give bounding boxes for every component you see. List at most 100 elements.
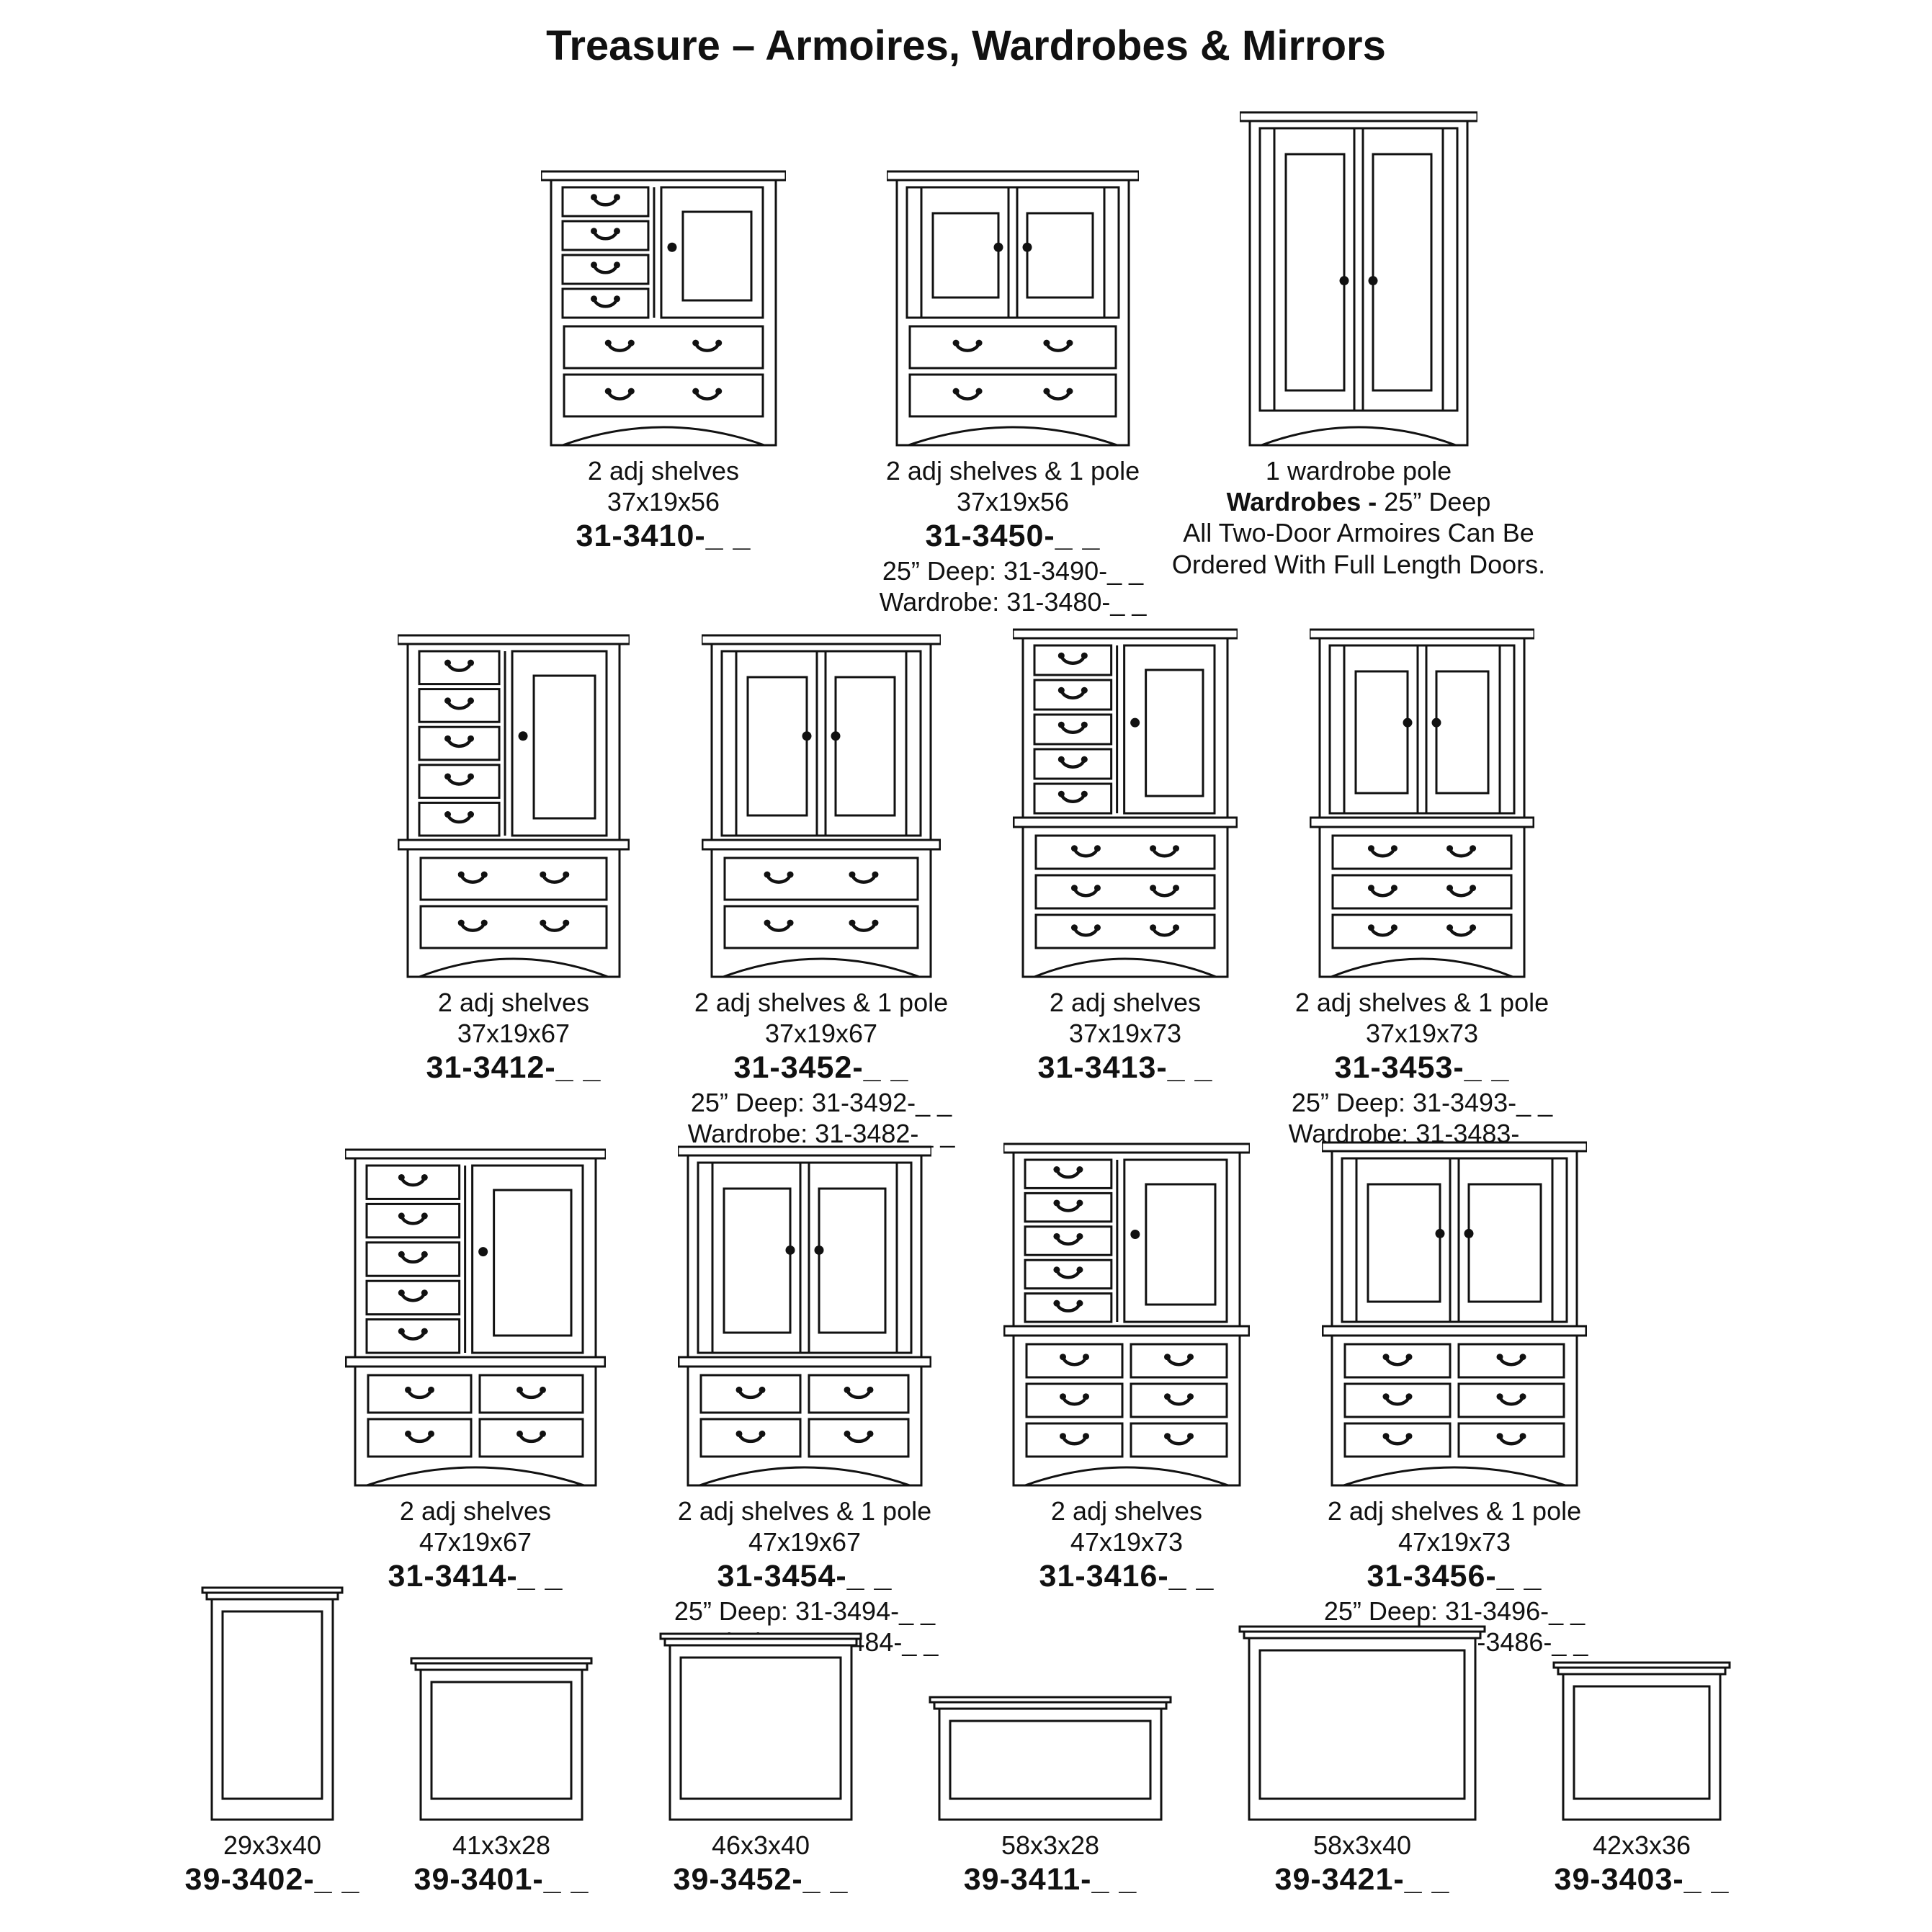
caption-line: Wardrobe: 31-3480-_ _ xyxy=(879,587,1147,617)
mirror-drawing xyxy=(410,1657,593,1821)
caption-line: 25” Deep: 31-3494-_ _ xyxy=(674,1596,936,1626)
chest-door-drawing xyxy=(1003,1142,1250,1487)
caption-line: 47x19x73 xyxy=(1070,1527,1184,1557)
caption-line: Wardrobes - 25” Deep xyxy=(1172,486,1545,517)
caption-line: 47x19x73 xyxy=(1397,1527,1511,1557)
figure-box xyxy=(200,1582,344,1824)
caption-segment: 25” Deep xyxy=(1384,487,1491,517)
caption-model: 31-3413-_ _ xyxy=(1037,1050,1213,1086)
mirror-drawing xyxy=(201,1586,344,1821)
double-door-drawing xyxy=(1322,1141,1587,1487)
caption-line: 42x3x36 xyxy=(1592,1830,1691,1860)
caption-line: Ordered With Full Length Doors. xyxy=(1171,549,1546,579)
caption-line: 2 adj shelves & 1 pole xyxy=(694,988,949,1017)
caption-line: 2 adj shelves & 1 pole xyxy=(677,1496,932,1526)
figure-box xyxy=(1240,108,1477,450)
double-door-drawing xyxy=(702,634,941,978)
caption-model: 39-3403-_ _ xyxy=(1554,1862,1730,1897)
caption-line: 25” Deep: 31-3496-_ _ xyxy=(1323,1596,1586,1626)
caption-line: Wardrobe: 31-3482-_ _ xyxy=(687,1119,955,1149)
caption-line: 47x19x67 xyxy=(748,1527,862,1557)
figure-box xyxy=(1238,1582,1487,1824)
figure-box xyxy=(409,1582,594,1824)
double-door-drawing xyxy=(1310,628,1534,978)
figure-box xyxy=(702,625,941,981)
caption-line: 2 adj shelves xyxy=(1050,1496,1203,1526)
caption-model: 39-3421-_ _ xyxy=(1274,1862,1450,1897)
figure-box xyxy=(398,625,630,981)
figure-box xyxy=(887,108,1139,450)
caption-line: 25” Deep: 31-3490-_ _ xyxy=(882,555,1144,586)
double-door-drawing xyxy=(678,1145,931,1487)
caption-line: 47x19x67 xyxy=(419,1527,532,1557)
caption-model: 31-3416-_ _ xyxy=(1039,1559,1215,1594)
double-door-drawing xyxy=(887,170,1139,447)
mirror-drawing xyxy=(929,1696,1172,1821)
caption-model: 31-3450-_ _ xyxy=(925,519,1101,554)
caption-line: 2 adj shelves & 1 pole xyxy=(1294,988,1549,1017)
caption-model: 39-3402-_ _ xyxy=(184,1862,360,1897)
wardrobe-drawing xyxy=(1240,111,1477,447)
caption-line: 25” Deep: 31-3493-_ _ xyxy=(1291,1087,1553,1117)
chest-door-drawing xyxy=(398,634,630,978)
figure-box xyxy=(541,108,786,450)
chest-door-drawing xyxy=(1013,628,1238,978)
figure-box xyxy=(1322,1137,1587,1490)
caption-model: 39-3411-_ _ xyxy=(963,1862,1137,1897)
caption-line: 2 adj shelves xyxy=(437,988,590,1017)
figure-box xyxy=(1310,625,1534,981)
caption-line: 1 wardrobe pole xyxy=(1265,456,1452,486)
caption-model: 31-3453-_ _ xyxy=(1334,1050,1510,1086)
figure-box xyxy=(345,1137,606,1490)
caption-model: 31-3412-_ _ xyxy=(426,1050,601,1086)
mirror-drawing xyxy=(1238,1625,1486,1821)
caption-line: 2 adj shelves xyxy=(1049,988,1202,1017)
caption-line: 2 adj shelves & 1 pole xyxy=(1327,1496,1582,1526)
caption-model: 31-3456-_ _ xyxy=(1367,1559,1542,1594)
caption-line: 37x19x56 xyxy=(607,487,720,517)
caption-model: 31-3410-_ _ xyxy=(576,519,751,554)
mirror-drawing xyxy=(659,1632,862,1821)
page-title: Treasure – Armoires, Wardrobes & Mirrors xyxy=(546,22,1386,69)
figure-box xyxy=(658,1582,863,1824)
figure-box xyxy=(1552,1582,1732,1824)
caption-line: 41x3x28 xyxy=(452,1830,551,1860)
caption-line: All Two-Door Armoires Can Be xyxy=(1183,518,1534,548)
caption-line: 37x19x67 xyxy=(764,1019,878,1049)
figure-box xyxy=(678,1137,931,1490)
caption-line: 2 adj shelves xyxy=(587,456,740,486)
caption-line: 58x3x40 xyxy=(1312,1830,1412,1860)
figure-box xyxy=(1003,1137,1250,1490)
caption-segment: Wardrobes - xyxy=(1226,487,1385,517)
